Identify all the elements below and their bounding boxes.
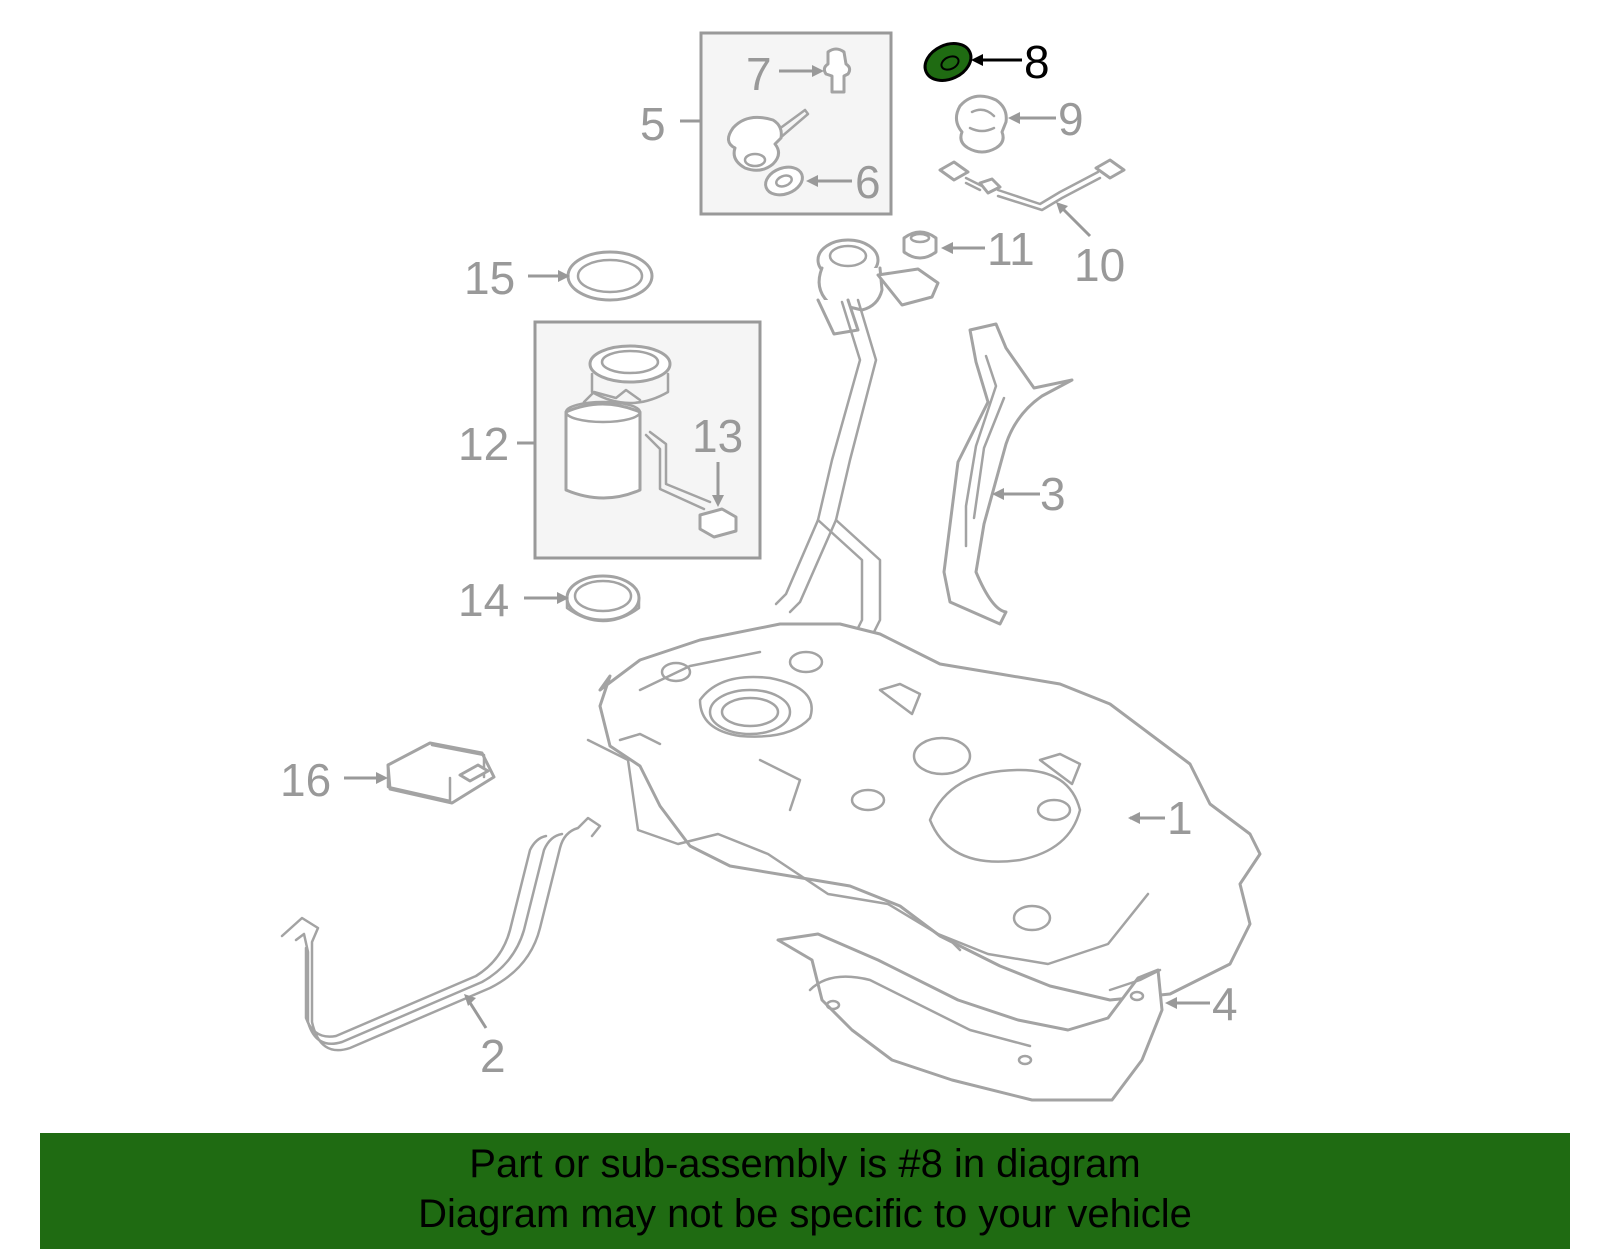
part-9-plug bbox=[955, 94, 1008, 154]
callout-14: 14 bbox=[458, 574, 509, 626]
part-5-valve bbox=[727, 108, 810, 172]
part-12-fuel-pump bbox=[564, 344, 712, 511]
callout-6: 6 bbox=[855, 156, 881, 208]
part-6-washer bbox=[764, 165, 804, 197]
callout-10: 10 bbox=[1074, 239, 1125, 291]
callout-5: 5 bbox=[640, 98, 666, 150]
info-banner: Part or sub-assembly is #8 in diagram Di… bbox=[40, 1133, 1570, 1249]
part-1-fuel-tank bbox=[586, 622, 1262, 1002]
leader-lines bbox=[344, 54, 1210, 1029]
callout-8: 8 bbox=[1024, 36, 1050, 88]
parts-diagram: 1 2 3 4 5 6 7 8 9 10 11 12 13 14 15 16 bbox=[280, 31, 1262, 1102]
part-10-harness bbox=[938, 158, 1126, 212]
callout-13: 13 bbox=[692, 410, 743, 462]
part-2-strap bbox=[280, 816, 602, 1052]
part-16-module bbox=[386, 741, 496, 805]
callout-12: 12 bbox=[458, 418, 509, 470]
callout-15: 15 bbox=[464, 252, 515, 304]
part-3-heat-shield bbox=[942, 322, 1074, 626]
part-14-seal bbox=[565, 574, 641, 623]
part-7-clip bbox=[822, 47, 852, 94]
callout-3: 3 bbox=[1040, 468, 1066, 520]
callout-16: 16 bbox=[280, 754, 331, 806]
part-8-grommet bbox=[923, 42, 973, 82]
banner-line-1: Part or sub-assembly is #8 in diagram bbox=[469, 1142, 1141, 1186]
callout-1: 1 bbox=[1167, 792, 1193, 844]
callout-numbers: 1 2 3 4 5 6 7 8 9 10 11 12 13 14 15 16 bbox=[280, 36, 1238, 1082]
banner-line-2: Diagram may not be specific to your vehi… bbox=[418, 1192, 1192, 1236]
part-11-grommet bbox=[902, 230, 938, 260]
callout-9: 9 bbox=[1058, 93, 1084, 145]
part-15-lock-ring bbox=[566, 250, 654, 302]
leader-10 bbox=[1057, 203, 1092, 238]
part-4-heat-shield bbox=[776, 932, 1164, 1102]
callout-11: 11 bbox=[987, 223, 1035, 275]
part-13-sensor bbox=[698, 507, 738, 539]
callout-4: 4 bbox=[1212, 978, 1238, 1030]
callout-2: 2 bbox=[480, 1030, 506, 1082]
callout-7: 7 bbox=[746, 48, 772, 100]
